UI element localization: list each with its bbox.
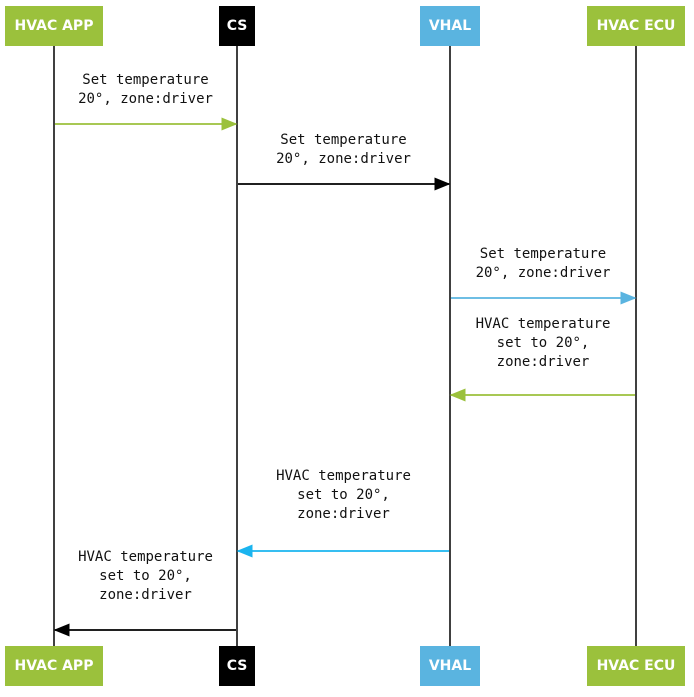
actor-cs-top: CS xyxy=(219,6,255,46)
message-label-line: 20°, zone:driver xyxy=(78,91,213,107)
message-label-line: Set temperature xyxy=(280,132,407,148)
message-label-line: HVAC temperature xyxy=(276,468,411,484)
actor-ecu-top: HVAC ECU xyxy=(587,6,685,46)
message-label-line: set to 20°, xyxy=(297,487,390,503)
actor-ecu-bottom: HVAC ECU xyxy=(587,646,685,686)
message-label-line: zone:driver xyxy=(99,587,192,603)
message-label-line: set to 20°, xyxy=(99,568,192,584)
message-label-line: Set temperature xyxy=(82,72,209,88)
message-label-4: HVAC temperature set to 20°, zone:driver xyxy=(448,315,638,372)
actor-app-top: HVAC APP xyxy=(5,6,103,46)
message-label-line: HVAC temperature xyxy=(475,316,611,332)
message-label-3: Set temperature 20°, zone:driver xyxy=(448,245,638,283)
message-label-line: set to 20°, xyxy=(496,335,590,351)
actor-vhal-bottom: VHAL xyxy=(420,646,480,686)
message-label-2: Set temperature 20°, zone:driver xyxy=(249,131,439,169)
message-label-6: HVAC temperature set to 20°, zone:driver xyxy=(51,548,241,605)
actor-vhal-top: VHAL xyxy=(420,6,480,46)
message-label-1: Set temperature 20°, zone:driver xyxy=(51,71,241,109)
actor-app-bottom: HVAC APP xyxy=(5,646,103,686)
message-label-5: HVAC temperature set to 20°, zone:driver xyxy=(249,467,439,524)
message-label-line: Set temperature xyxy=(479,246,607,262)
message-label-line: HVAC temperature xyxy=(78,549,213,565)
message-label-line: 20°, zone:driver xyxy=(276,151,411,167)
actor-cs-bottom: CS xyxy=(219,646,255,686)
message-label-line: zone:driver xyxy=(496,354,590,370)
message-label-line: 20°, zone:driver xyxy=(475,265,611,281)
message-label-line: zone:driver xyxy=(297,506,390,522)
